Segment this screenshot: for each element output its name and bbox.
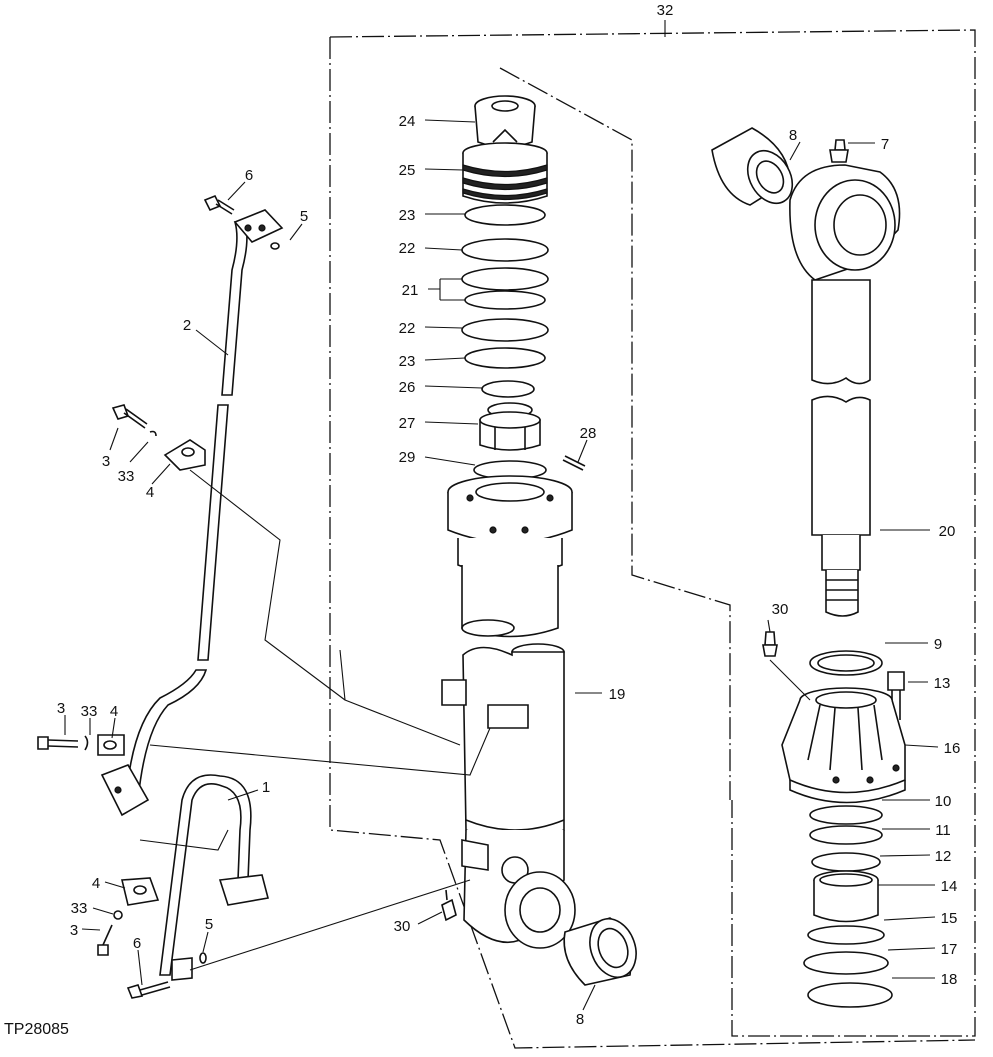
callout-17: 17 xyxy=(941,941,958,958)
callout-11: 11 xyxy=(935,822,951,839)
rod-guide xyxy=(781,687,906,804)
callout-29: 29 xyxy=(399,449,416,466)
seal-ring xyxy=(464,204,546,226)
callout-6-upper: 6 xyxy=(245,167,253,184)
washer-lower xyxy=(113,910,123,920)
buffer-ring xyxy=(807,925,885,945)
callout-labels: 32 24 25 23 22 21 22 23 26 27 28 29 19 8… xyxy=(4,2,960,1038)
hydraulic-line-1 xyxy=(159,774,269,981)
o-ring-upper xyxy=(270,242,280,250)
cylinder-barrel xyxy=(441,643,576,949)
piston-stack xyxy=(461,95,586,480)
hydraulic-flange xyxy=(100,764,150,817)
callout-13: 13 xyxy=(934,675,951,692)
callout-15: 15 xyxy=(941,910,958,927)
callout-30-lower: 30 xyxy=(394,918,411,935)
callout-22b: 22 xyxy=(399,320,416,337)
callout-25: 25 xyxy=(399,162,416,179)
callout-5-lower: 5 xyxy=(205,916,213,933)
bushing-upper xyxy=(711,127,794,206)
piston-rod xyxy=(811,279,871,617)
clamp-mid xyxy=(97,734,125,756)
callout-9: 9 xyxy=(934,636,942,653)
washer-mid xyxy=(84,735,89,751)
bushing xyxy=(563,917,637,986)
wiper-ring xyxy=(809,805,883,825)
clamp-lower xyxy=(121,877,160,906)
leader-lines xyxy=(64,119,939,1011)
callout-22: 22 xyxy=(399,240,416,257)
callout-33-upper: 33 xyxy=(118,468,135,485)
o-ring xyxy=(481,380,535,398)
callout-3-upper: 3 xyxy=(102,453,110,470)
hydraulic-line-2 xyxy=(125,209,284,801)
callout-2: 2 xyxy=(183,317,191,334)
callout-28: 28 xyxy=(580,425,597,442)
callout-30-right: 30 xyxy=(772,601,789,618)
piston-seal-inner xyxy=(464,290,546,310)
lock-pin xyxy=(562,455,586,471)
washer-upper xyxy=(149,430,157,437)
callout-4-lower: 4 xyxy=(92,875,100,892)
cylinder-head xyxy=(447,475,573,638)
callout-3-lower: 3 xyxy=(70,922,78,939)
o-ring-large xyxy=(807,982,893,1008)
callout-7: 7 xyxy=(881,136,889,153)
callout-10: 10 xyxy=(935,793,952,810)
figure-id: TP28085 xyxy=(4,1021,69,1038)
callout-32: 32 xyxy=(657,2,674,19)
callout-26: 26 xyxy=(399,379,416,396)
callout-6-lower: 6 xyxy=(133,935,141,952)
grease-fitting xyxy=(441,889,457,922)
callout-23: 23 xyxy=(399,207,416,224)
bolt-6-lower xyxy=(126,981,171,999)
callout-23b: 23 xyxy=(399,353,416,370)
callout-27: 27 xyxy=(399,415,416,432)
clamp-upper xyxy=(163,439,206,471)
callout-4-upper: 4 xyxy=(146,484,154,501)
piston-grooved xyxy=(462,142,548,204)
wear-ring xyxy=(461,238,549,262)
callout-4-mid: 4 xyxy=(110,703,118,720)
callout-18: 18 xyxy=(941,971,958,988)
rod-eye xyxy=(789,139,901,281)
callout-33-mid: 33 xyxy=(81,703,98,720)
rod-seal xyxy=(811,852,881,872)
callout-33-lower: 33 xyxy=(71,900,88,917)
bolt-lower xyxy=(97,924,113,956)
callout-14: 14 xyxy=(941,878,958,895)
piston-cap xyxy=(474,95,536,148)
snap-ring xyxy=(809,825,883,845)
callout-5-upper: 5 xyxy=(300,208,308,225)
connection-lines xyxy=(139,469,811,971)
callout-24: 24 xyxy=(399,113,416,130)
callout-16: 16 xyxy=(944,740,961,757)
grease-fitting-right xyxy=(762,631,778,657)
bolt-6-upper xyxy=(203,194,235,215)
piston-seal xyxy=(461,267,549,291)
rod-seal-ring xyxy=(809,650,883,676)
o-ring-lower xyxy=(199,952,207,964)
callout-3-mid: 3 xyxy=(57,700,65,717)
callout-21: 21 xyxy=(402,282,419,299)
wear-ring xyxy=(461,318,549,342)
callout-20: 20 xyxy=(939,523,956,540)
callout-12: 12 xyxy=(935,848,952,865)
bolt-mid xyxy=(37,736,79,750)
rod-bushing xyxy=(813,870,879,923)
callout-8-lower: 8 xyxy=(576,1011,584,1028)
piston-nut xyxy=(479,402,541,451)
assembly-boundary xyxy=(329,20,976,1049)
bolt-upper xyxy=(111,404,148,429)
seal-ring xyxy=(464,347,546,369)
callout-8-upper: 8 xyxy=(789,127,797,144)
callout-19: 19 xyxy=(609,686,626,703)
backup-ring xyxy=(803,951,889,975)
callout-1: 1 xyxy=(262,779,270,796)
